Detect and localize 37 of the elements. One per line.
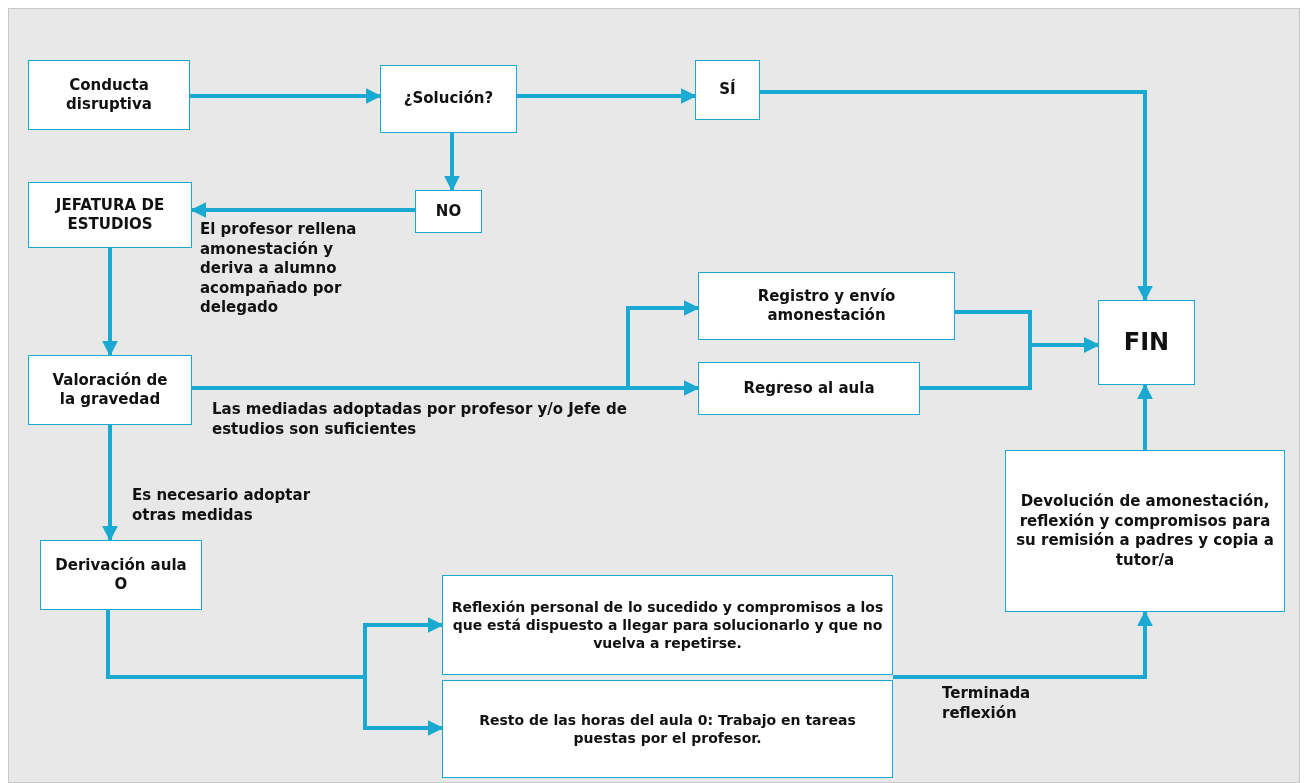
node-label: ¿Solución? <box>403 89 494 109</box>
process-box <box>698 362 920 415</box>
node-label: FIN <box>1123 326 1170 358</box>
node-label: SÍ <box>719 80 736 100</box>
process-box <box>442 680 893 778</box>
node-label: Derivación aula O <box>54 555 188 595</box>
process-box <box>1005 450 1285 612</box>
process-box <box>380 65 517 133</box>
process-box <box>695 60 760 120</box>
node-label: Conducta disruptiva <box>65 75 153 115</box>
connector-arrow <box>444 133 460 192</box>
process-box <box>28 355 192 425</box>
node-label: Resto de las horas del aula 0: Trabajo en tareas puestas por el profesor. <box>478 710 857 748</box>
node-label: JEFATURA DE ESTUDIOS <box>54 195 166 235</box>
connector-arrow <box>190 88 382 104</box>
node-label: Regreso al aula <box>743 378 875 399</box>
node-label: Devolución de amonestación, reflexión y compromisos para su remisión a padres y copia a tutor/a <box>1015 492 1275 570</box>
process-box <box>415 190 482 233</box>
process-box <box>28 60 190 130</box>
connector-arrow <box>517 88 697 104</box>
connector-arrow <box>102 425 118 542</box>
process-box <box>28 182 192 248</box>
process-box <box>698 272 955 340</box>
process-box <box>40 540 202 610</box>
connector-arrow <box>893 610 1153 679</box>
connector-arrow <box>102 248 118 357</box>
connector-arrow <box>1137 383 1153 450</box>
node-label: NO <box>435 201 462 222</box>
process-box <box>442 575 893 675</box>
connector-arrow <box>190 202 415 218</box>
connector-arrow <box>192 380 700 396</box>
connector-arrow <box>106 610 444 736</box>
end-box <box>1098 300 1195 385</box>
connector-arrow <box>760 90 1153 302</box>
node-label: Valoración de la gravedad <box>51 370 169 410</box>
node-label: Reflexión personal de lo sucedido y compromisos a los que está dispuesto a llegar para solucionarlo y que no vuelva a repetirse. <box>451 597 884 653</box>
node-label: Registro y envío amonestación <box>756 286 897 326</box>
